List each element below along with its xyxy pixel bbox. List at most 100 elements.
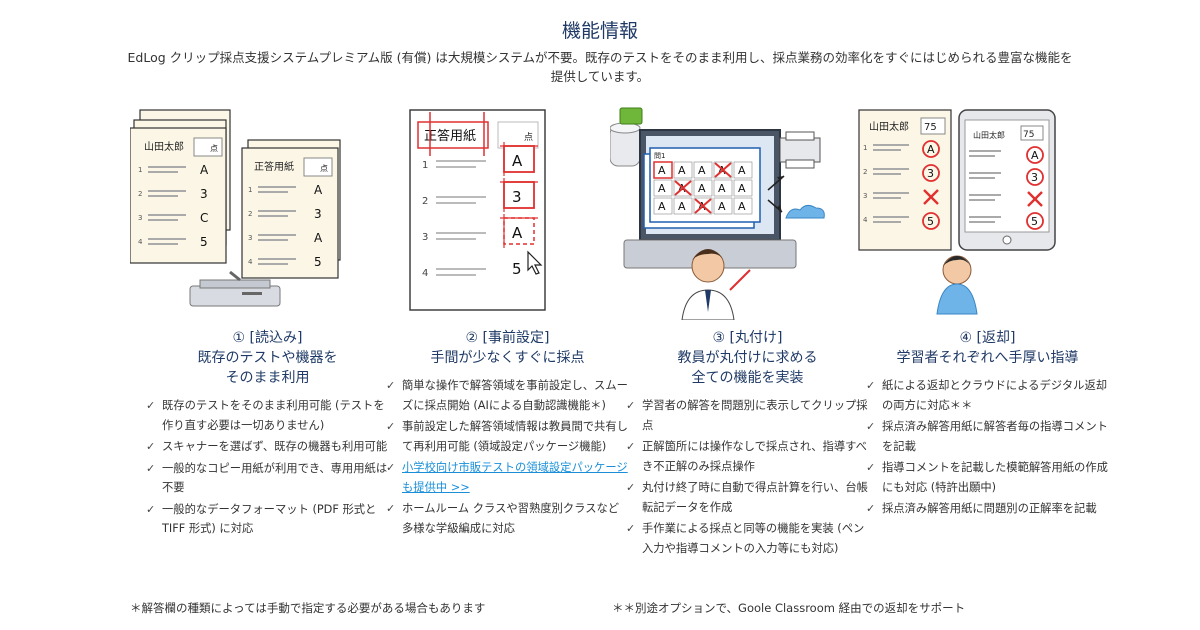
sheet2-name: 正答用紙: [254, 160, 294, 173]
answer-text: 3: [314, 207, 322, 221]
row-number: 2: [422, 196, 428, 207]
check-icon: ✓: [626, 522, 636, 535]
intro-text: EdLog クリップ採点支援システムプレミアム版 (有償) は大規模システムが不…: [127, 50, 1073, 84]
check-icon: ✓: [146, 399, 156, 412]
list-item: ✓事前設定した解答領域情報は教員間で共有して再利用可能 (領域設定パッケージ機能…: [385, 417, 630, 456]
check-icon: ✓: [626, 440, 636, 453]
grid-cell: A: [718, 200, 726, 213]
answer-text: 5: [200, 235, 208, 249]
bullet-list: ✓簡単な操作で解答領域を事前設定し、スムーズに採点開始 (AIによる自動認識機能…: [385, 376, 630, 538]
step-heading: 手間が少なくすぐに採点: [430, 350, 585, 366]
step-heading: 全ての機能を実装: [691, 370, 804, 386]
grid-cell: A: [658, 200, 666, 213]
answer-text: C: [200, 211, 208, 225]
svg-text:山田太郎: 山田太郎: [973, 130, 1005, 140]
row-number: 2: [863, 168, 867, 176]
answer-text: A: [512, 152, 523, 170]
step-setup: ② [事前設定] 手間が少なくすぐに採点 ✓簡単な操作で解答領域を事前設定し、ス…: [385, 328, 630, 540]
bullet-list: ✓学習者の解答を問題別に表示してクリップ採点 ✓正解箇所には操作なしで採点され、…: [625, 396, 870, 558]
answer-text: 5: [512, 260, 522, 278]
step-heading: 教員が丸付けに求める: [677, 350, 818, 366]
step-heading: そのまま利用: [225, 370, 310, 386]
row-number: 3: [863, 192, 867, 200]
list-item: ✓紙による返却とクラウドによるデジタル返却の両方に対応＊＊: [865, 376, 1110, 415]
footnote-ai: ＊解答欄の種類によっては手動で指定する必要がある場合もあります: [130, 601, 486, 615]
row-number: 1: [138, 166, 142, 174]
check-icon: ✓: [866, 461, 876, 474]
check-icon: ✓: [626, 399, 636, 412]
list-item: ✓ホームルーム クラスや習熟度別クラスなど多様な学級編成に対応: [385, 499, 630, 538]
check-icon: ✓: [866, 502, 876, 515]
list-item: ✓手作業による採点と同等の機能を実装 (ペン入力や指導コメントの入力等にも対応): [625, 519, 870, 558]
grid-cell: A: [738, 164, 746, 177]
list-item: ✓丸付け終了時に自動で得点計算を行い、台帳転記データを作成: [625, 478, 870, 517]
list-item: ✓採点済み解答用紙に問題別の正解率を記載: [865, 499, 1110, 519]
check-icon: ✓: [386, 420, 396, 433]
check-icon: ✓: [146, 502, 156, 516]
svg-text:点: 点: [210, 144, 218, 153]
answer-text: 3: [512, 188, 522, 206]
grid-cell: A: [698, 182, 706, 195]
grid-cell: A: [658, 164, 666, 177]
check-icon: ✓: [146, 440, 156, 453]
list-item: ✓採点済み解答用紙に解答者毎の指導コメントを記載: [865, 417, 1110, 456]
bullet-list: ✓紙による返却とクラウドによるデジタル返却の両方に対応＊＊ ✓採点済み解答用紙に…: [865, 376, 1110, 519]
answer-text: A: [314, 231, 323, 245]
row-number: 2: [138, 190, 142, 198]
step-number: ③ [丸付け]: [712, 330, 783, 346]
grid-cell: A: [678, 200, 686, 213]
step-number: ② [事前設定]: [465, 330, 550, 346]
list-item: ✓指導コメントを記載した模範解答用紙の作成にも対応 (特許出願中): [865, 458, 1110, 497]
svg-text:点: 点: [524, 132, 533, 143]
mark-illustration: 問1 AAAAAAAAAAAAAAA: [609, 100, 870, 321]
grid-cell: A: [718, 182, 726, 195]
package-link[interactable]: 小学校向け市販テストの領域設定パッケージも提供中 >>: [402, 461, 628, 494]
row-number: 2: [248, 210, 252, 218]
list-item: ✓スキャナーを選ばず、既存の機器も利用可能: [145, 437, 390, 457]
answer-text: 5: [314, 255, 322, 269]
list-item: ✓簡単な操作で解答領域を事前設定し、スムーズに採点開始 (AIによる自動認識機能…: [385, 376, 630, 415]
mark-text: 3: [927, 167, 934, 180]
check-icon: ✓: [386, 379, 396, 392]
step-number: ① [読込み]: [232, 330, 303, 346]
list-item: ✓既存のテストをそのまま利用可能 (テストを作り直す必要は一切ありません): [145, 396, 390, 435]
row-number: 1: [248, 186, 252, 194]
check-icon: ✓: [386, 461, 396, 474]
grid-label: 問1: [654, 152, 665, 160]
grid-cell: A: [698, 164, 706, 177]
list-item: ✓正解箇所には操作なしで採点され、指導すべき不正解のみ採点操作: [625, 437, 870, 476]
row-number: 3: [248, 234, 252, 242]
svg-text:点: 点: [320, 164, 328, 173]
row-number: 4: [422, 268, 428, 279]
mark-text: A: [927, 143, 935, 156]
row-number: 1: [863, 144, 867, 152]
grid-cell: A: [658, 182, 666, 195]
answer-text: A: [200, 163, 209, 177]
check-icon: ✓: [386, 502, 396, 515]
svg-text:75: 75: [924, 122, 937, 133]
step-number: ④ [返却]: [959, 330, 1016, 346]
answer-text: A: [314, 183, 323, 197]
row-number: 3: [138, 214, 142, 222]
page-title: 機能情報: [561, 20, 638, 42]
mark-text: 5: [927, 215, 934, 228]
step-return: ④ [返却] 学習者それぞれへ手厚い指導 ✓紙による返却とクラウドによるデジタル…: [865, 328, 1110, 521]
grid-cell: A: [738, 200, 746, 213]
answer-text: 3: [200, 187, 208, 201]
footnote-classroom: ＊＊別途オプションで、Goole Classroom 経由での返却をサポート: [612, 601, 966, 615]
list-item: ✓ 小学校向け市販テストの領域設定パッケージも提供中 >>: [385, 458, 630, 497]
list-item: ✓一般的なコピー用紙が利用でき、専用用紙は不要: [145, 459, 390, 498]
answer-text: A: [512, 224, 523, 242]
row-number: 1: [422, 160, 428, 171]
mark-text: 5: [1031, 215, 1038, 228]
list-item: ✓学習者の解答を問題別に表示してクリップ採点: [625, 396, 870, 435]
row-number: 3: [422, 232, 428, 243]
step-heading: 既存のテストや機器を: [197, 350, 338, 366]
check-icon: ✓: [146, 461, 156, 475]
mark-text: 3: [1031, 171, 1038, 184]
return-name: 山田太郎: [869, 120, 909, 133]
setup-sheet-title: 正答用紙: [424, 128, 476, 144]
